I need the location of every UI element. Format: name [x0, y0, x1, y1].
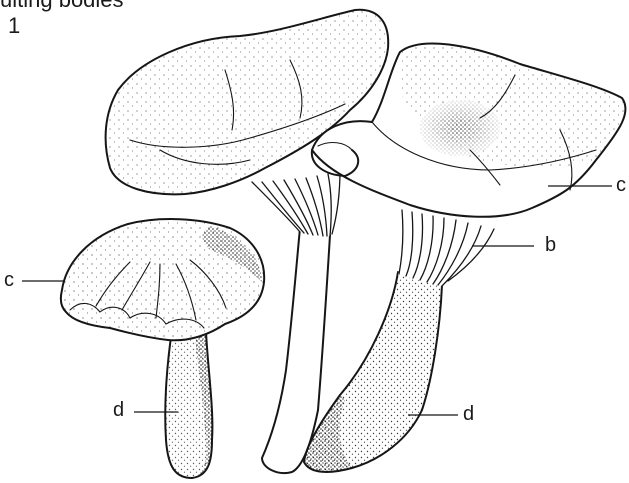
- label-cap-left: c: [4, 270, 14, 290]
- label-cap-right: c: [616, 175, 626, 195]
- label-stem-left: d: [113, 400, 124, 420]
- label-gills: b: [545, 235, 556, 255]
- small-mushroom: [61, 219, 264, 478]
- label-stem-right: d: [463, 404, 474, 424]
